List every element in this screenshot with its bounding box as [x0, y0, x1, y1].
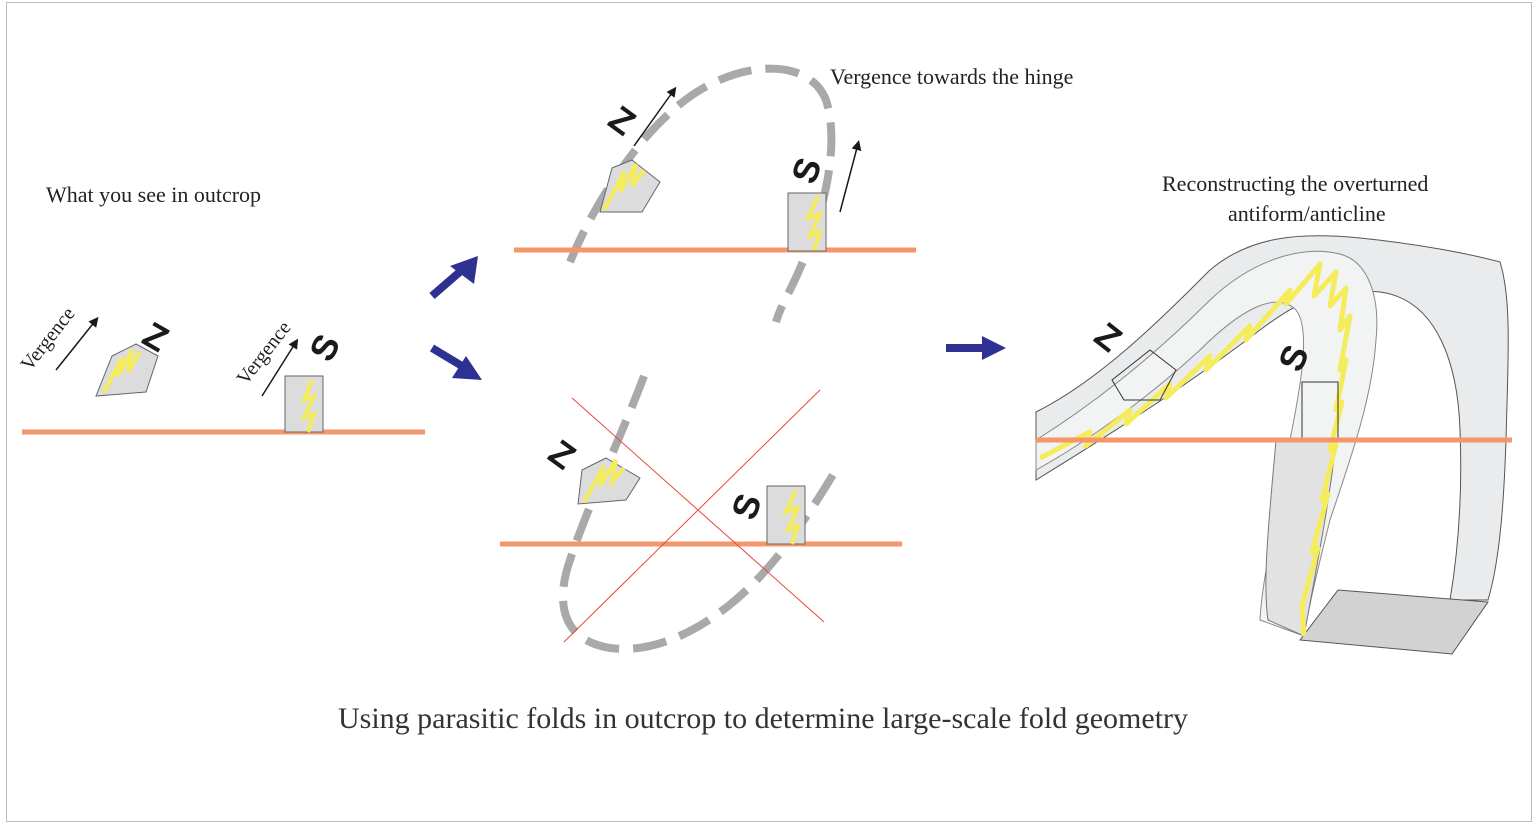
arrow-up-right [429, 256, 478, 300]
s-parasitic-fold-top [787, 192, 827, 252]
s-parasitic-fold-left [284, 375, 324, 433]
outcrop-panel: Vergence Vergence Z S [17, 303, 425, 435]
z-label-bottom: Z [541, 431, 583, 477]
vergence-arrow-s-top [839, 140, 862, 213]
arrow-down-right [429, 344, 482, 380]
label-reconstruct-line2: antiform/anticline [1228, 201, 1386, 226]
z-parasitic-fold-bottom [577, 457, 641, 505]
vergence-arrow-s-left [261, 338, 299, 397]
rejection-cross [563, 389, 825, 643]
s-label-bottom: S [723, 488, 770, 525]
z-label-top: Z [601, 97, 643, 143]
z-parasitic-fold-top [599, 159, 661, 213]
vergence-label-z: Vergence [17, 303, 80, 375]
vergence-arrow-z-top [633, 86, 677, 147]
z-parasitic-fold-3d [1111, 349, 1177, 401]
figure-caption: Using parasitic folds in outcrop to dete… [338, 702, 1189, 735]
arrow-right [946, 336, 1006, 360]
dashed-antiform-trace [566, 64, 836, 324]
s-label-left: S [301, 327, 348, 367]
s-label-top: S [783, 152, 830, 189]
label-outcrop: What you see in outcrop [46, 182, 262, 207]
blue-arrows [429, 256, 1006, 380]
fold-top-surface [1035, 235, 1509, 601]
vergence-arrow-z-left [55, 316, 99, 371]
z-parasitic-fold-left [95, 343, 159, 397]
diagram-frame [6, 2, 1532, 822]
yellow-marker-bed [1038, 261, 1353, 637]
fold-end-face [1299, 589, 1489, 655]
rejected-option-panel: Z S [500, 374, 902, 653]
label-vergence-towards-hinge: Vergence towards the hinge [830, 64, 1074, 89]
s-parasitic-fold-bottom [766, 485, 806, 545]
antiform-option-panel: Z S [514, 64, 916, 324]
label-reconstruct-line1: Reconstructing the overturned [1162, 171, 1429, 196]
overturned-antiform-block: Z S [1035, 235, 1512, 655]
